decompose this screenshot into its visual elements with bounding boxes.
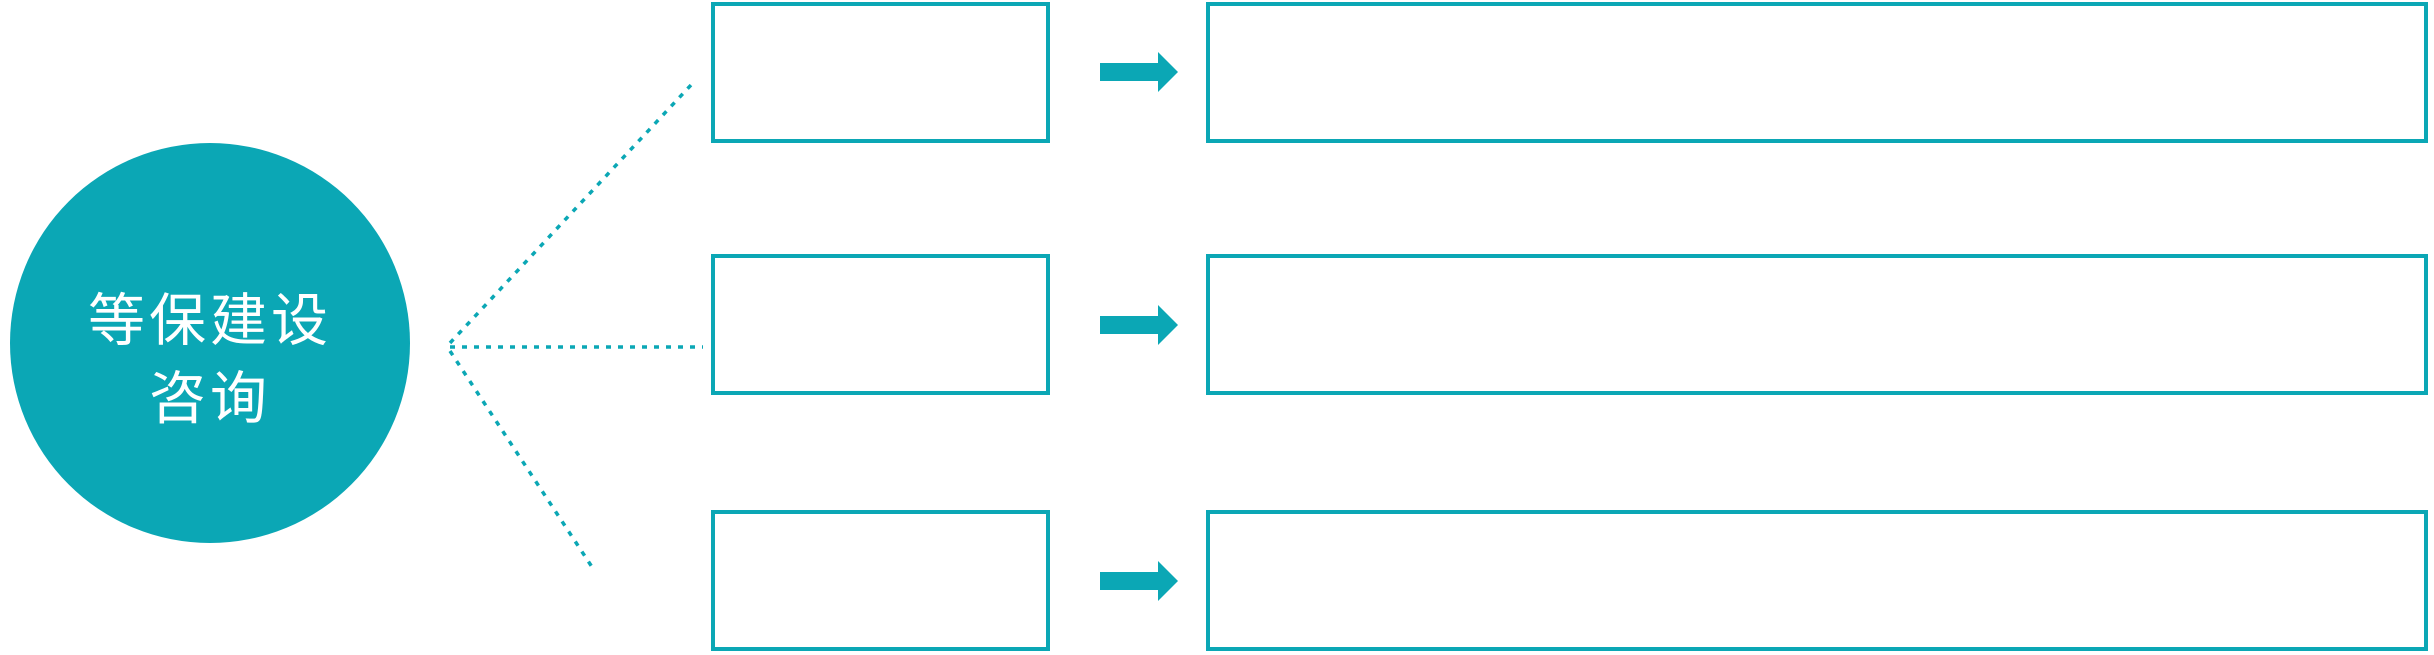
step-box-1 — [711, 2, 1050, 143]
arrow-right-icon — [1100, 305, 1178, 345]
arrow-right-icon — [1100, 52, 1178, 92]
step-box-2 — [711, 254, 1050, 395]
step-box-3 — [711, 510, 1050, 651]
detail-box-1 — [1206, 2, 2428, 143]
dotted-connector-line-top — [448, 83, 693, 345]
detail-box-3 — [1206, 510, 2428, 651]
topic-circle: 等保建设 咨询 — [10, 143, 410, 543]
dotted-connector-line-bottom — [448, 350, 596, 571]
arrow-right-icon — [1100, 561, 1178, 601]
topic-label-line1: 等保建设 — [88, 288, 332, 353]
detail-box-2 — [1206, 254, 2428, 395]
topic-label-line2: 咨询 — [149, 367, 271, 431]
